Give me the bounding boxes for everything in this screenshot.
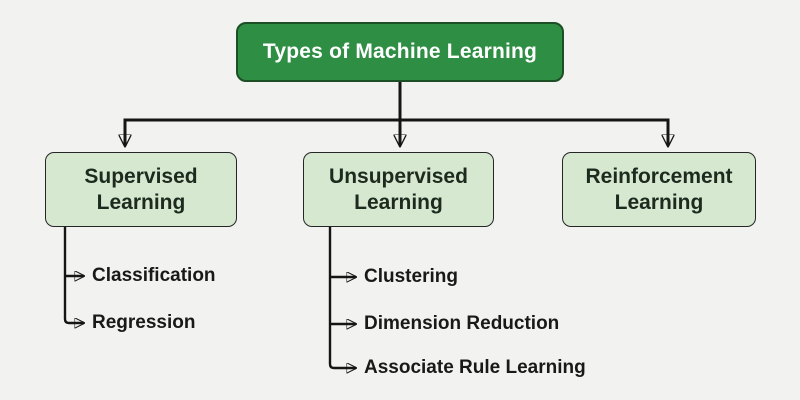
branch-box-unsupervised-learning: Unsupervised Learning xyxy=(303,152,494,227)
leaf-label-clustering: Clustering xyxy=(364,266,458,287)
leaf-label-associate-rule-learning: Associate Rule Learning xyxy=(364,357,586,378)
connector-unsupervised-associate-rule xyxy=(328,227,356,368)
branch-box-reinforcement-learning: Reinforcement Learning xyxy=(562,152,756,227)
branch-box-label: Unsupervised Learning xyxy=(329,164,468,214)
leaf-label-regression: Regression xyxy=(92,312,196,333)
branch-box-label: Reinforcement Learning xyxy=(585,164,733,214)
branch-box-label: Supervised Learning xyxy=(84,164,198,214)
leaf-label-dimension-reduction: Dimension Reduction xyxy=(364,313,560,334)
connector-crossbar xyxy=(125,118,668,146)
root-box-types-of-machine-learning: Types of Machine Learning xyxy=(236,22,564,82)
connector-supervised-regression xyxy=(63,227,84,323)
branch-box-supervised-learning: Supervised Learning xyxy=(45,152,237,227)
leaf-label-classification: Classification xyxy=(92,265,216,286)
root-box-label: Types of Machine Learning xyxy=(262,40,538,63)
